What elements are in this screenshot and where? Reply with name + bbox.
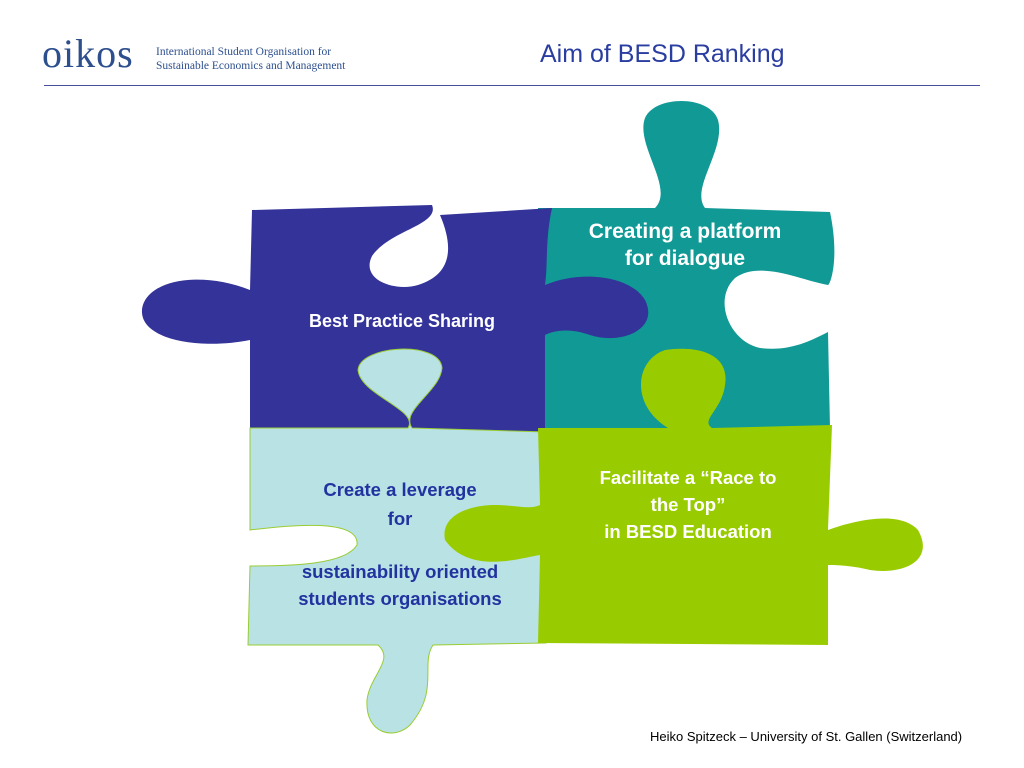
lime-piece-line-2: the Top” <box>650 494 726 515</box>
lightblue-piece-line-4: students organisations <box>298 588 502 609</box>
puzzle-piece-lime <box>444 348 923 645</box>
blue-piece-label: Best Practice Sharing <box>308 311 496 331</box>
logo-subtitle: International Student Organisation for S… <box>156 45 345 73</box>
lightblue-piece-line-3: sustainability oriented <box>301 561 499 582</box>
lightblue-piece-line-2: for <box>387 508 413 529</box>
teal-piece-line-1: Creating a platform <box>588 220 782 243</box>
lightblue-piece-label: Create a leverage for sustainability ori… <box>262 476 538 612</box>
lime-piece-line-1: Facilitate a “Race to <box>599 467 777 488</box>
header-divider <box>44 85 980 86</box>
puzzle-piece-teal <box>538 100 835 428</box>
lime-piece-label: Facilitate a “Race to the Top” in BESD E… <box>566 464 810 545</box>
logo-subtitle-line-2: Sustainable Economics and Management <box>156 60 346 72</box>
puzzle-piece-lightblue <box>247 348 549 734</box>
teal-piece-line-2: for dialogue <box>624 247 746 271</box>
oikos-logo: oikos <box>42 31 134 76</box>
logo-subtitle-line-1: International Student Organisation for <box>156 46 332 58</box>
slide-title: Aim of BESD Ranking <box>540 40 785 68</box>
puzzle-piece-blue <box>141 205 649 432</box>
lightblue-spacer-2 <box>262 532 538 558</box>
lightblue-piece-line-1: Create a leverage <box>323 479 477 500</box>
teal-piece-label: Creating a platform for dialogue <box>555 218 815 273</box>
lime-piece-line-3: in BESD Education <box>604 521 772 542</box>
footer-credit: Heiko Spitzeck – University of St. Galle… <box>650 729 963 744</box>
